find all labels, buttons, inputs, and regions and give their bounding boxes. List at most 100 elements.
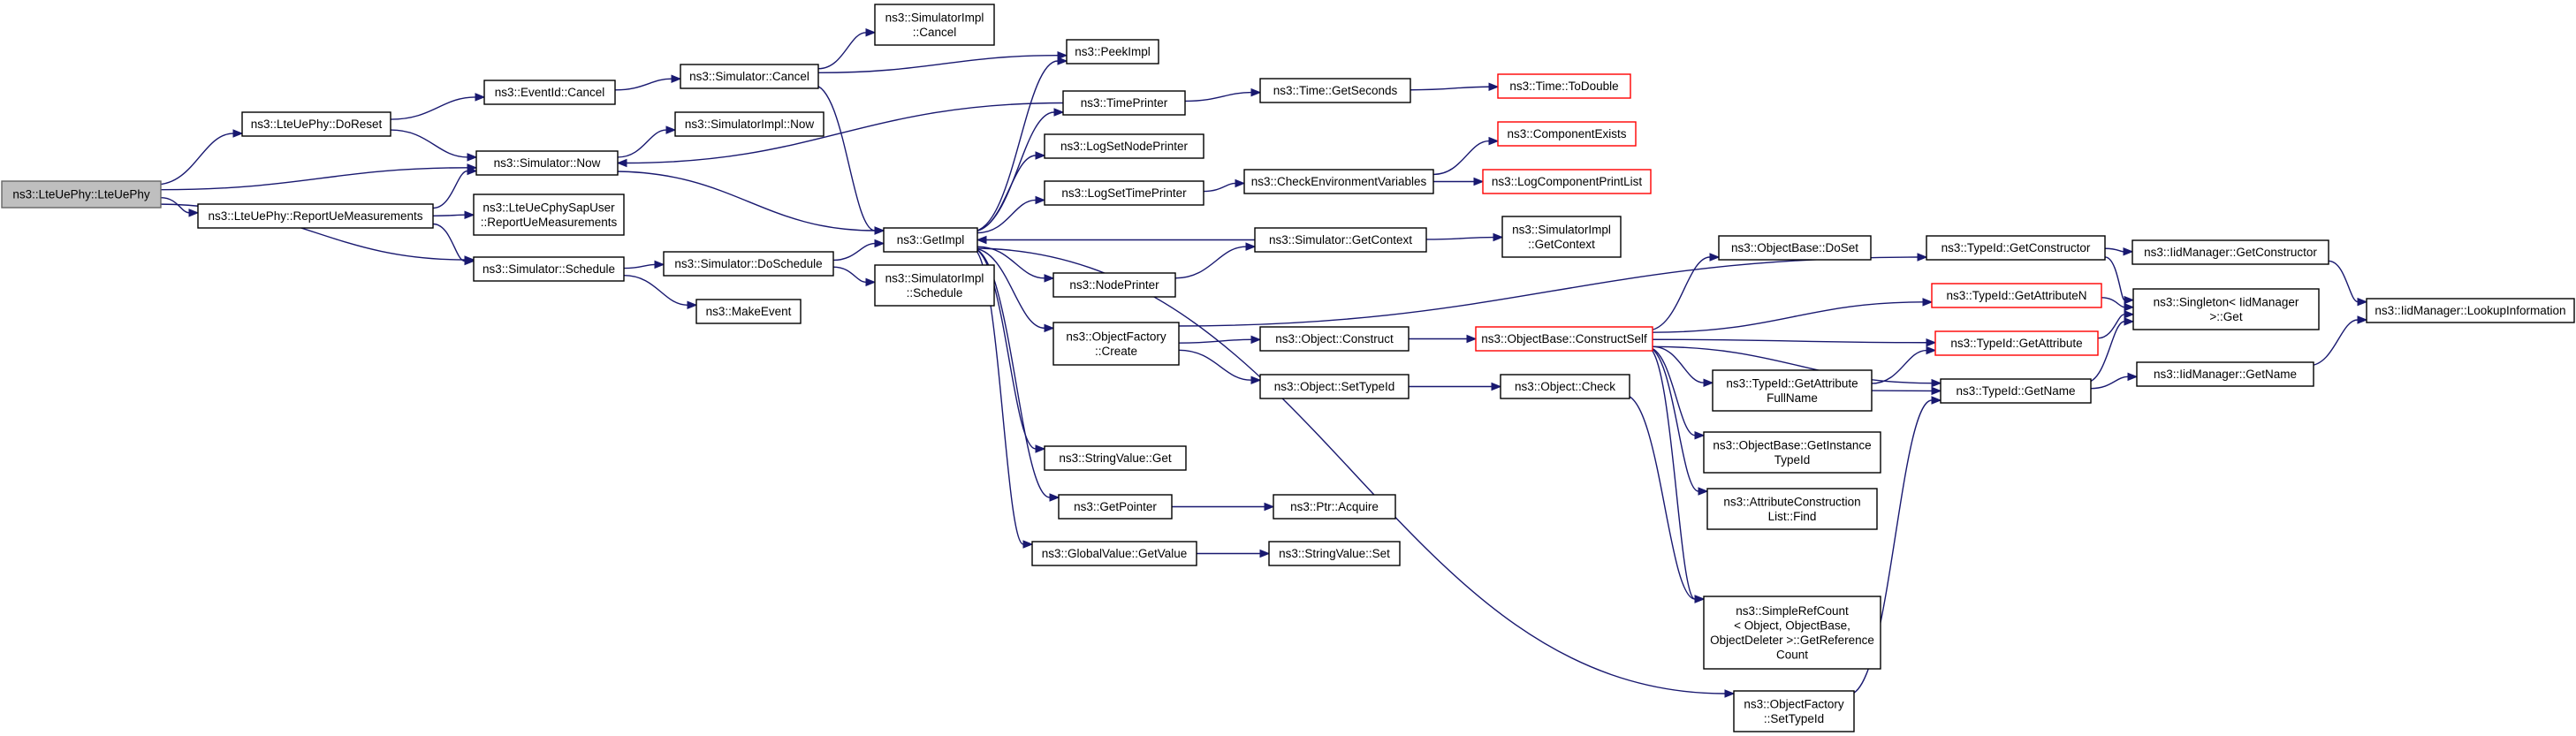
- node-box: [2136, 361, 2314, 387]
- node-report[interactable]: ns3::LteUePhy::ReportUeMeasurements: [197, 203, 434, 229]
- arrowhead-icon: [1250, 376, 1262, 384]
- node-box: [874, 264, 995, 307]
- node-implcancel[interactable]: ns3::SimulatorImpl::Cancel: [874, 4, 995, 46]
- arrowhead-icon: [1488, 136, 1500, 146]
- node-box: [1243, 169, 1434, 194]
- node-box: [1482, 169, 1652, 194]
- node-getseconds[interactable]: ns3::Time::GetSeconds: [1259, 78, 1411, 103]
- nodes-layer: ns3::LteUePhy::LteUePhy ns3::LteUePhy::Do…: [1, 4, 2575, 732]
- node-label: ns3::Simulator::GetContext: [1269, 233, 1412, 247]
- edge-constructself-to-getattribute: [1652, 338, 1927, 344]
- edge-simnow-to-implnow: [617, 129, 667, 158]
- node-box: [2132, 288, 2320, 330]
- arrowhead-icon: [976, 235, 987, 245]
- node-label: ns3::TimePrinter: [1081, 96, 1168, 110]
- node-label: ::Schedule: [907, 286, 963, 300]
- node-getname[interactable]: ns3::TypeId::GetName: [1940, 378, 2092, 404]
- node-label: ns3::Singleton< IidManager: [2154, 295, 2299, 308]
- node-label: ns3::LteUePhy::ReportUeMeasurements: [208, 209, 422, 223]
- node-label: Count: [1776, 648, 1808, 661]
- edge-doreset-to-simnow: [390, 129, 468, 158]
- node-implnow[interactable]: ns3::SimulatorImpl::Now: [674, 111, 824, 137]
- node-implschedule[interactable]: ns3::SimulatorImpl::Schedule: [874, 264, 995, 307]
- node-label: ns3::Simulator::DoSchedule: [674, 257, 822, 270]
- arrowhead-icon: [188, 209, 200, 217]
- node-checkenv[interactable]: ns3::CheckEnvironmentVariables: [1243, 169, 1434, 194]
- node-label: ns3::ObjectBase::DoSet: [1731, 241, 1858, 254]
- node-doschedule[interactable]: ns3::Simulator::DoSchedule: [663, 251, 834, 277]
- edge-logtimeprinter-to-checkenv: [1203, 182, 1236, 193]
- node-dosset[interactable]: ns3::ObjectBase::DoSet: [1718, 235, 1872, 261]
- node-lognodeprinter[interactable]: ns3::LogSetNodePrinter: [1044, 133, 1204, 159]
- node-label: ns3::SimpleRefCount: [1736, 604, 1849, 618]
- node-nodeprinter[interactable]: ns3::NodePrinter: [1052, 272, 1176, 298]
- node-box: [1259, 374, 1410, 399]
- node-box: [1934, 330, 2099, 356]
- node-logtimeprinter[interactable]: ns3::LogSetTimePrinter: [1044, 180, 1204, 206]
- node-compexists[interactable]: ns3::ComponentExists: [1497, 121, 1637, 147]
- node-objconstruct[interactable]: ns3::Object::Construct: [1259, 326, 1410, 352]
- node-getattribute[interactable]: ns3::TypeId::GetAttribute: [1934, 330, 2099, 356]
- edge-constructself-to-getname: [1652, 345, 1933, 384]
- node-ptracquire[interactable]: ns3::Ptr::Acquire: [1273, 494, 1396, 520]
- arrowhead-icon: [1491, 382, 1502, 391]
- node-sapuser[interactable]: ns3::LteUeCphySapUser::ReportUeMeasureme…: [473, 193, 625, 236]
- edge-constructself-to-getattrfullname: [1652, 345, 1705, 383]
- arrowhead-icon: [874, 239, 885, 248]
- node-makeevent[interactable]: ns3::MakeEvent: [695, 299, 802, 324]
- arrowhead-icon: [475, 93, 486, 102]
- node-label: ns3::SimulatorImpl: [1512, 223, 1611, 236]
- node-box: [1, 180, 162, 209]
- node-mgrgetconstructor[interactable]: ns3::IidManager::GetConstructor: [2131, 239, 2329, 265]
- node-getconstructor[interactable]: ns3::TypeId::GetConstructor: [1926, 235, 2106, 261]
- edge-factorysettypeid-to-getname: [1848, 399, 1933, 695]
- node-simgetcontext[interactable]: ns3::Simulator::GetContext: [1254, 227, 1427, 253]
- node-simnow[interactable]: ns3::Simulator::Now: [475, 150, 619, 176]
- node-doreset[interactable]: ns3::LteUePhy::DoReset: [241, 111, 391, 137]
- node-factorysettypeid[interactable]: ns3::ObjectFactory::SetTypeId: [1733, 690, 1855, 732]
- node-root[interactable]: ns3::LteUePhy::LteUePhy: [1, 180, 162, 209]
- node-schedule[interactable]: ns3::Simulator::Schedule: [473, 256, 625, 282]
- node-todouble[interactable]: ns3::Time::ToDouble: [1497, 73, 1631, 99]
- node-label: FullName: [1767, 391, 1818, 405]
- node-label: ns3::GlobalValue::GetValue: [1042, 547, 1188, 560]
- node-objfactorycreate[interactable]: ns3::ObjectFactory::Create: [1052, 322, 1180, 366]
- node-objcheck[interactable]: ns3::Object::Check: [1500, 374, 1630, 399]
- node-label: ns3::AttributeConstruction: [1723, 495, 1860, 508]
- node-box: [1931, 283, 2102, 308]
- node-getattributen[interactable]: ns3::TypeId::GetAttributeN: [1931, 283, 2102, 308]
- node-logcomplist[interactable]: ns3::LogComponentPrintList: [1482, 169, 1652, 194]
- node-getimpl[interactable]: ns3::GetImpl: [883, 227, 978, 253]
- edge-getconstructor-to-mgrgetconstructor: [2104, 247, 2124, 253]
- node-stringset[interactable]: ns3::StringValue::Set: [1268, 541, 1401, 566]
- node-peekimpl[interactable]: ns3::PeekImpl: [1066, 39, 1159, 64]
- node-getpointer[interactable]: ns3::GetPointer: [1058, 494, 1173, 520]
- node-globalget[interactable]: ns3::GlobalValue::GetValue: [1031, 541, 1197, 566]
- node-implgetcontext[interactable]: ns3::SimulatorImpl::GetContext: [1501, 216, 1622, 258]
- node-lookupinfo[interactable]: ns3::IidManager::LookupInformation: [2366, 298, 2575, 323]
- node-box: [1733, 690, 1855, 732]
- node-mgrgetname[interactable]: ns3::IidManager::GetName: [2136, 361, 2314, 387]
- node-singletonget[interactable]: ns3::Singleton< IidManager >::Get: [2132, 288, 2320, 330]
- node-label: ns3::ObjectFactory: [1066, 330, 1166, 343]
- edge-getimpl-to-getpointer: [971, 247, 1051, 498]
- node-constructself[interactable]: ns3::ObjectBase::ConstructSelf: [1475, 326, 1653, 352]
- node-label: ns3::TypeId::GetAttributeN: [1946, 289, 2086, 302]
- node-refcount[interactable]: ns3::SimpleRefCount< Object, ObjectBase,…: [1703, 596, 1881, 670]
- node-eventcancel[interactable]: ns3::EventId::Cancel: [483, 80, 616, 105]
- node-box: [1712, 369, 1873, 412]
- edge-getattributen-to-singletonget: [2101, 297, 2125, 308]
- node-label: ns3::LteUePhy::LteUePhy: [12, 188, 150, 201]
- node-timeprinter[interactable]: ns3::TimePrinter: [1062, 90, 1186, 116]
- arrowhead-icon: [1259, 549, 1271, 558]
- node-stringget[interactable]: ns3::StringValue::Get: [1044, 445, 1187, 471]
- node-box: [475, 150, 619, 176]
- node-objsettypeid[interactable]: ns3::Object::SetTypeId: [1259, 374, 1410, 399]
- node-simcancel[interactable]: ns3::Simulator::Cancel: [680, 64, 819, 89]
- edge-simgetcontext-to-implgetcontext: [1425, 236, 1494, 240]
- node-label: ns3::Simulator::Schedule: [483, 262, 615, 276]
